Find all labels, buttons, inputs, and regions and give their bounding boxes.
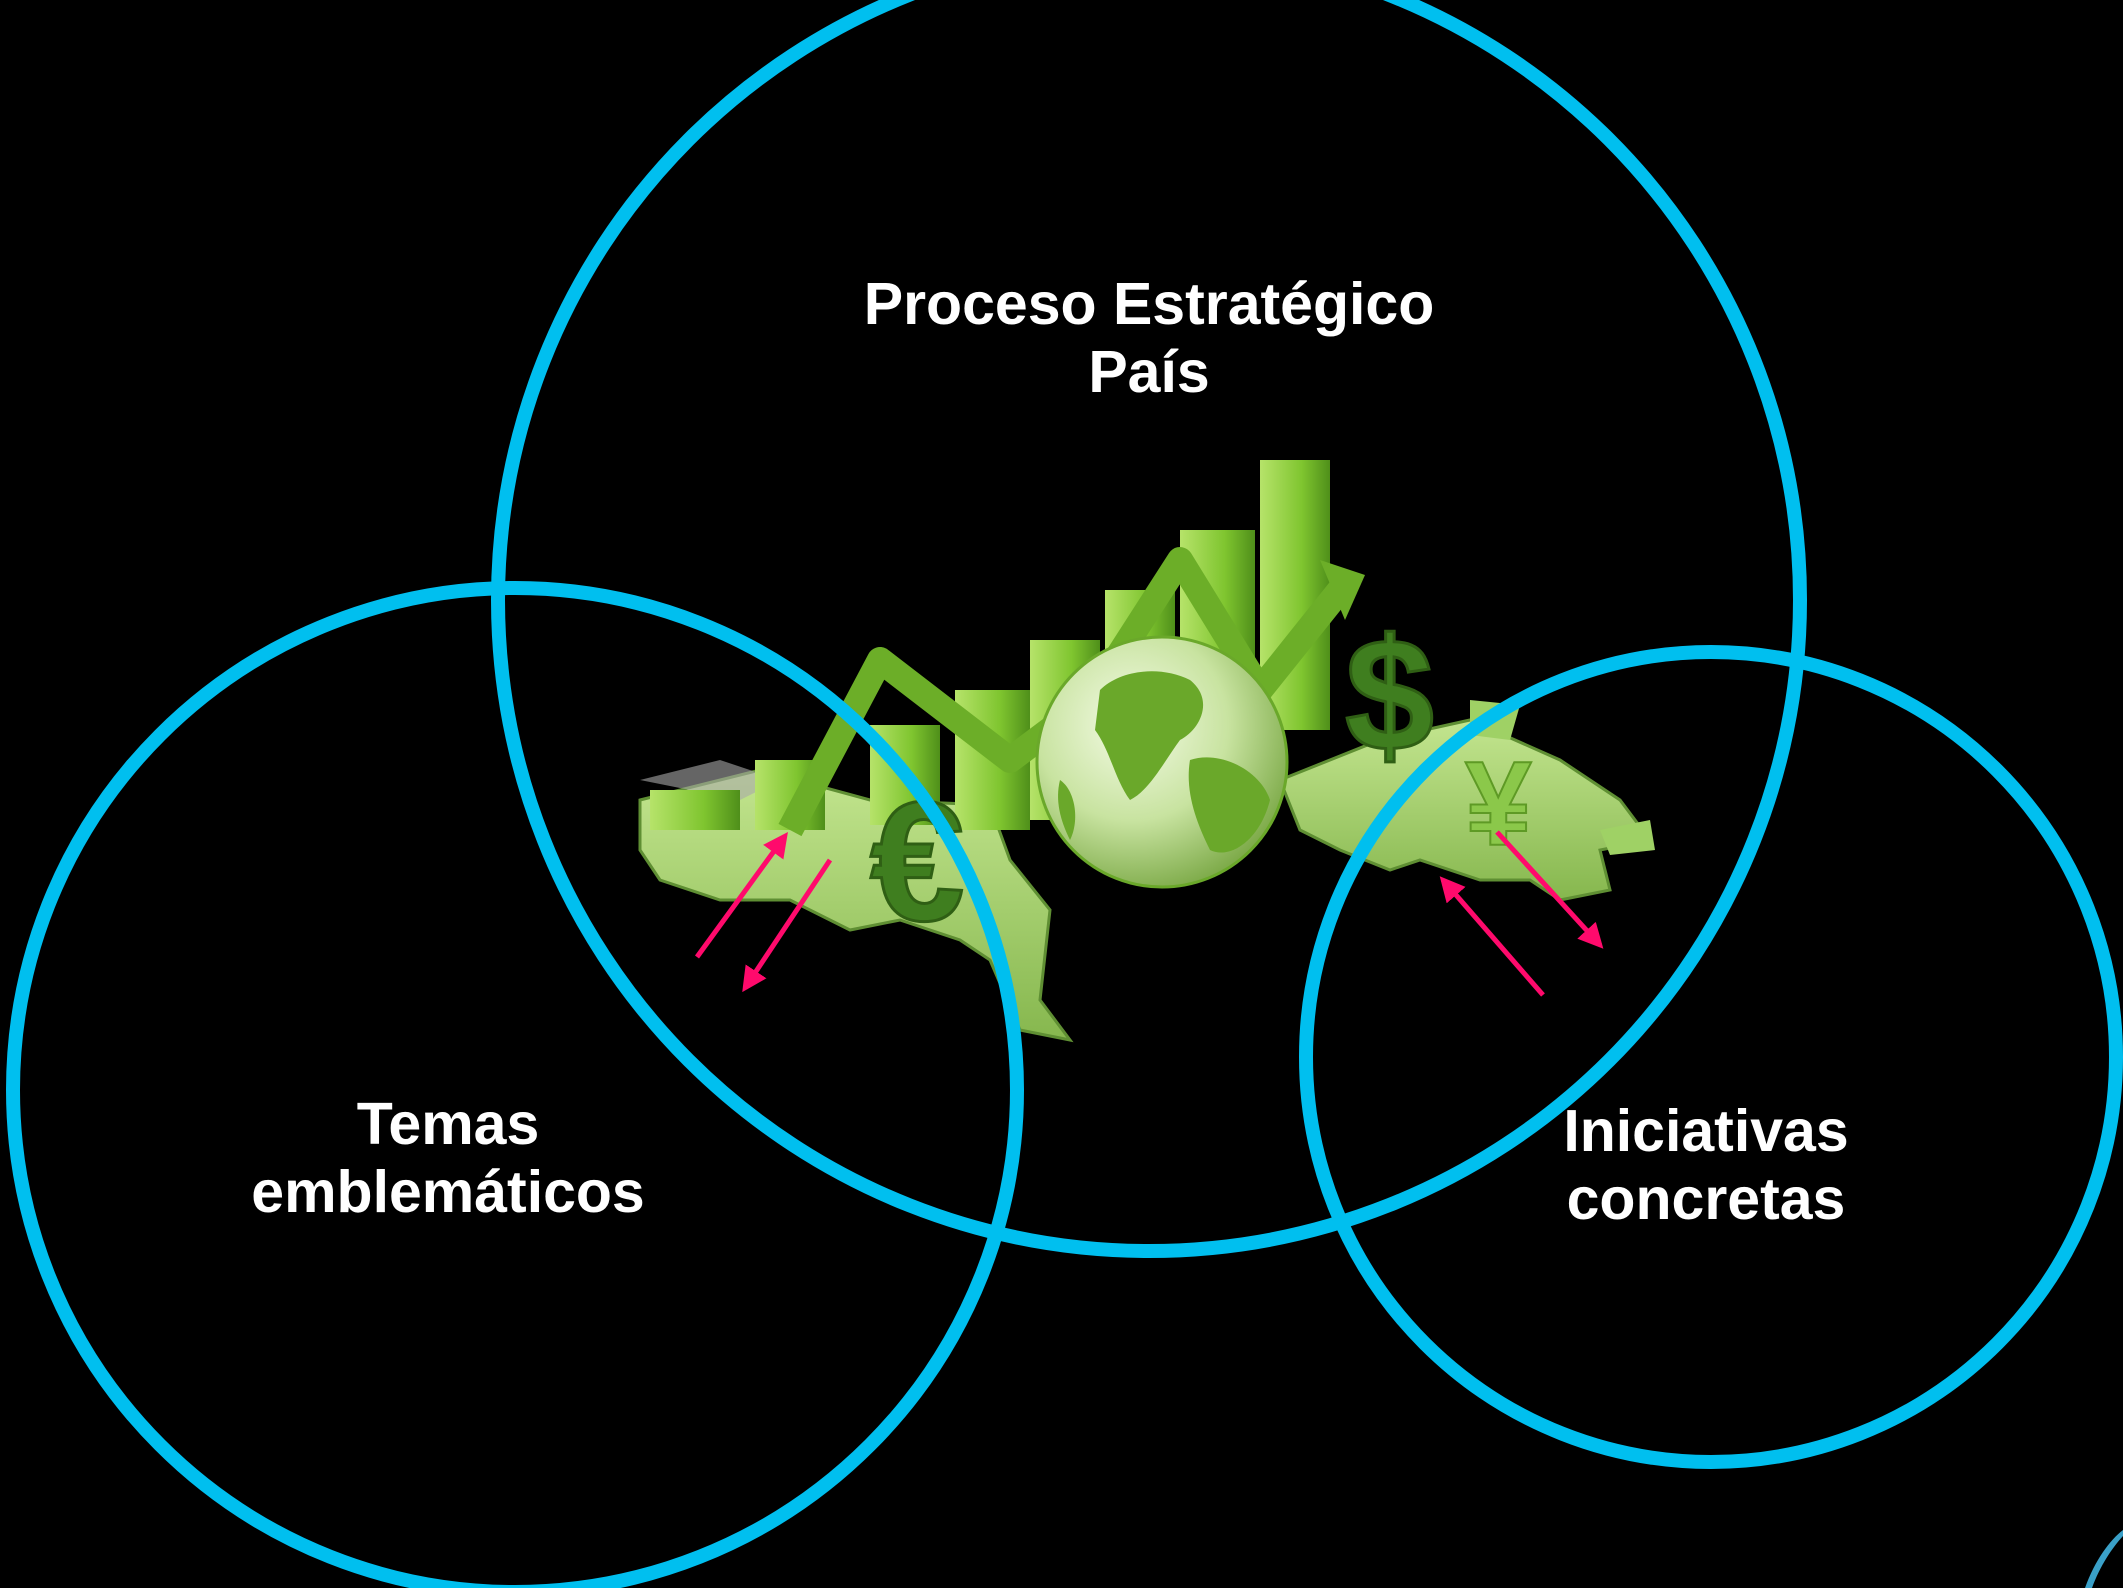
label-temas-emblematicos: Temas emblemáticos [148,1090,748,1226]
label-proceso-line2: País [1088,339,1210,405]
corner-decoration [2085,1530,2123,1588]
label-iniciativas-line1: Iniciativas [1563,1098,1849,1164]
connector-arrows-left [694,831,833,993]
connector-arrows-right [1439,830,1604,997]
dollar-icon: $ [1345,605,1434,784]
circle-iniciativas-concretas [1299,645,2123,1469]
yen-icon: ¥ [1465,737,1532,871]
label-proceso-estrategico: Proceso Estratégico País [849,270,1449,406]
world-map-icon [638,700,1655,1043]
circle-proceso-estrategico [491,0,1807,1258]
label-temas-line2: emblemáticos [251,1159,645,1225]
label-proceso-line1: Proceso Estratégico [863,271,1435,337]
label-iniciativas-concretas: Iniciativas concretas [1406,1097,2006,1233]
globe-icon [1035,635,1289,889]
economy-illustration: $ € ¥ [638,460,1655,1043]
label-iniciativas-line2: concretas [1566,1166,1846,1232]
circle-temas-emblematicos [6,581,1024,1588]
label-temas-line1: Temas [356,1091,540,1157]
